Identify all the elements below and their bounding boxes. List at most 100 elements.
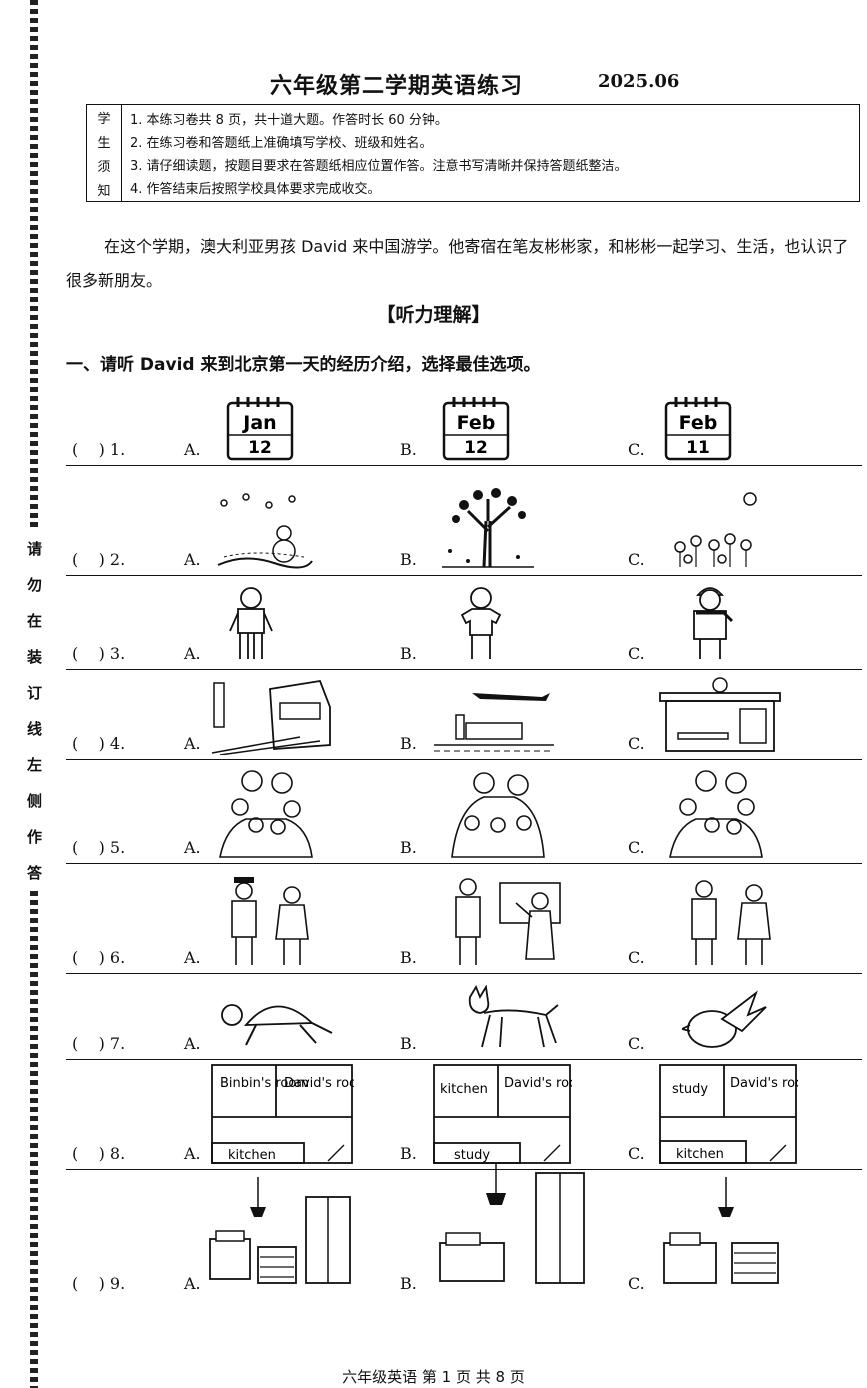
option-label: B. <box>400 948 417 967</box>
exam-date: 2025.06 <box>598 71 680 92</box>
floor-plan: study David's room kitchen <box>659 1064 798 1164</box>
spring-flowers-icon <box>674 492 757 567</box>
doctor-nurse-icon <box>691 880 771 965</box>
calendar-month: Feb <box>457 412 496 434</box>
room-label: study <box>672 1082 708 1097</box>
option-label: C. <box>628 550 645 569</box>
calendar-month: Feb <box>679 412 718 434</box>
question-row: ( ) 1. A. B. C. Jan 12 Feb 12 Feb 11 <box>66 385 862 466</box>
question-row: ( ) 9. A. B. C. <box>66 1163 862 1307</box>
calendar-day: 12 <box>248 438 272 458</box>
question-row: ( ) 6. A. B. C. <box>66 865 862 974</box>
question-row: ( ) 8. A. B. C. Binbin's room David's ro… <box>66 1061 862 1170</box>
room-label: David's room <box>730 1076 798 1091</box>
question-number[interactable]: ( ) 3. <box>72 644 126 663</box>
notice-items: 1. 本练习卷共 8 页，共十道大题。作答时长 60 分钟。 2. 在练习卷和答… <box>122 105 859 201</box>
option-label: C. <box>628 838 645 857</box>
option-label: B. <box>400 440 417 459</box>
question-number[interactable]: ( ) 2. <box>72 550 126 569</box>
intro-paragraph: 在这个学期，澳大利亚男孩 David 来中国游学。他寄宿在笔友彬彬家，和彬彬一起… <box>66 237 849 290</box>
notice-label-char: 生 <box>97 135 111 151</box>
notice-label-char: 知 <box>97 183 111 199</box>
police-nurse-icon <box>231 877 309 965</box>
room-label: kitchen <box>440 1082 488 1097</box>
question-number[interactable]: ( ) 1. <box>72 440 126 459</box>
binding-gap <box>26 528 42 888</box>
floor-plan: kitchen David's room study <box>433 1064 572 1164</box>
question-row: ( ) 2. A. B. C. <box>66 467 862 576</box>
binding-char: 装 <box>27 648 43 666</box>
room-label: David's room <box>504 1076 572 1091</box>
question-row: ( ) 5. A. B. C. <box>66 761 862 864</box>
option-label: A. <box>184 644 201 663</box>
binding-char: 答 <box>27 864 43 882</box>
question-number[interactable]: ( ) 5. <box>72 838 126 857</box>
option-label: A. <box>184 948 201 967</box>
option-label: C. <box>628 1274 645 1293</box>
option-label: A. <box>184 1144 201 1163</box>
question-number[interactable]: ( ) 7. <box>72 1034 126 1053</box>
calendar-month: Jan <box>241 412 276 434</box>
option-label: A. <box>184 1034 201 1053</box>
option-label: B. <box>400 734 417 753</box>
notice-item: 1. 本练习卷共 8 页，共十道大题。作答时长 60 分钟。 <box>130 113 448 128</box>
family-six-alt-icon <box>669 770 763 858</box>
binding-warning: 请 勿 在 装 订 线 左 侧 作 答 <box>27 538 45 883</box>
question-number[interactable]: ( ) 6. <box>72 948 126 967</box>
boy-tshirt-icon <box>460 587 502 659</box>
binding-char: 勿 <box>27 576 43 594</box>
notice-item: 3. 请仔细读题，按题目要求在答题纸相应位置作答。注意书写清晰并保持答题纸整洁。 <box>130 159 628 174</box>
calendar-icon: Feb 12 <box>442 397 510 461</box>
option-label: C. <box>628 948 645 967</box>
option-label: A. <box>184 734 201 753</box>
question-number[interactable]: ( ) 4. <box>72 734 126 753</box>
boy-winter-coat-icon <box>693 587 734 659</box>
question-row: ( ) 4. A. B. C. <box>66 671 862 760</box>
notice-box: 学 生 须 知 1. 本练习卷共 8 页，共十道大题。作答时长 60 分钟。 2… <box>86 104 860 202</box>
option-label: B. <box>400 1034 417 1053</box>
option-label: C. <box>628 1034 645 1053</box>
binding-char: 订 <box>27 684 43 702</box>
turtle-icon <box>221 1004 333 1046</box>
bedroom-bed-desk-wardrobe-icon <box>209 1177 351 1284</box>
question-row: ( ) 7. A. B. C. <box>66 975 862 1060</box>
room-label: kitchen <box>676 1147 724 1162</box>
bus-stop-icon <box>659 677 781 752</box>
question-number[interactable]: ( ) 8. <box>72 1144 126 1163</box>
bird-icon <box>682 990 767 1048</box>
room-label: David's room <box>284 1076 354 1091</box>
calendar-day: 12 <box>464 438 488 458</box>
option-label: B. <box>400 838 417 857</box>
room-label: Binbin's room <box>220 1076 309 1091</box>
room-label: study <box>454 1148 490 1163</box>
option-label: A. <box>184 440 201 459</box>
calendar-icon: Feb 11 <box>664 397 732 461</box>
autumn-tree-icon <box>442 488 534 568</box>
notice-label-char: 须 <box>97 159 111 175</box>
binding-char: 左 <box>27 756 43 774</box>
question-row: ( ) 3. A. B. C. <box>66 577 862 670</box>
option-label: C. <box>628 734 645 753</box>
airport-icon <box>434 693 554 752</box>
section-title: 【听力理解】 <box>376 304 491 326</box>
option-label: B. <box>400 644 417 663</box>
page-footer: 六年级英语 第 1 页 共 8 页 <box>342 1368 525 1386</box>
dog-icon <box>468 985 559 1048</box>
binding-char: 在 <box>27 612 43 630</box>
doctor-teacher-icon <box>455 878 561 965</box>
bedroom-bed-desk-icon <box>663 1177 779 1284</box>
binding-char: 侧 <box>27 792 43 810</box>
binding-char: 线 <box>27 720 43 738</box>
notice-label: 学 生 须 知 <box>87 105 122 201</box>
option-label: B. <box>400 550 417 569</box>
family-five-icon <box>451 772 545 858</box>
notice-item: 2. 在练习卷和答题纸上准确填写学校、班级和姓名。 <box>130 136 433 151</box>
question-number[interactable]: ( ) 9. <box>72 1274 126 1293</box>
winter-snowman-icon <box>217 493 313 569</box>
calendar-icon: Jan 12 <box>226 397 294 461</box>
family-six-icon <box>219 770 313 858</box>
option-label: A. <box>184 838 201 857</box>
notice-label-char: 学 <box>97 111 111 127</box>
train-station-icon <box>211 679 331 755</box>
option-label: B. <box>400 1144 417 1163</box>
